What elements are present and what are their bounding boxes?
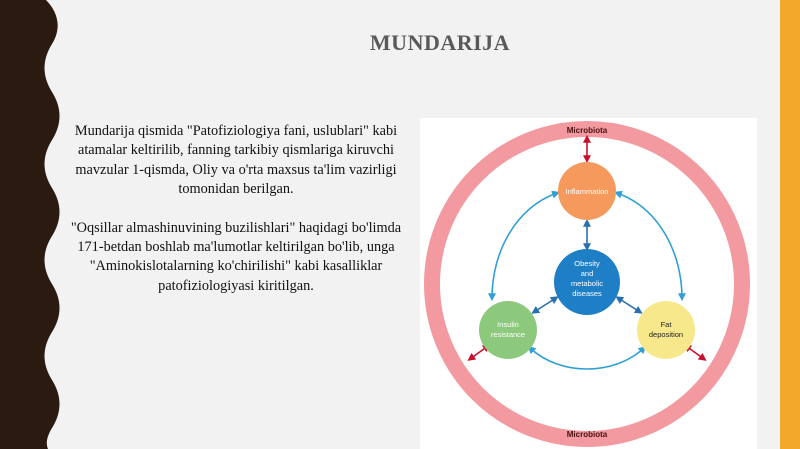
arrow-inflammation-fat [613, 190, 686, 302]
node-inflammation-label: Inflammation [566, 187, 609, 196]
node-insulin-resistance [479, 301, 537, 359]
node-inflammation [558, 162, 616, 220]
microbiota-ring [424, 121, 750, 447]
node-center-label-1: Obesity [574, 259, 600, 268]
node-center-label-3: metabolic [571, 279, 603, 288]
arrow-inflammation-insulin [488, 190, 561, 302]
node-insulin-label-1: Insulin [497, 320, 519, 329]
slide-body: Mundarija qismida "Patofiziologiya fani,… [58, 122, 414, 296]
node-insulin-label-2: resistance [491, 330, 525, 339]
node-center-label-2: and [581, 269, 594, 278]
red-arrow-right [683, 344, 707, 361]
microbiota-diagram: Microbiota Microbiota Inflammation Obesi… [420, 118, 757, 449]
arrow-insulin-fat [527, 345, 647, 370]
paragraph-2: "Oqsillar almashinuvining buzilishlari" … [70, 219, 402, 294]
arrow-center-insulin [531, 296, 559, 314]
right-accent-stripe [780, 0, 800, 449]
node-fat-label-1: Fat [661, 320, 673, 329]
arrow-center-fat [615, 296, 643, 314]
node-fat-label-2: deposition [649, 330, 683, 339]
slide-title: MUNDARIJA [369, 30, 511, 55]
red-arrow-left [467, 344, 491, 361]
diagram-svg: Microbiota Microbiota Inflammation Obesi… [424, 121, 750, 447]
left-wavy-band [0, 0, 60, 449]
paragraph-1: Mundarija qismida "Patofiziologiya fani,… [74, 123, 398, 198]
node-center-label-4: diseases [572, 289, 602, 298]
node-center [554, 249, 620, 315]
ring-label-bottom: Microbiota [567, 430, 608, 439]
left-band-shape [0, 0, 60, 449]
node-fat-deposition [637, 301, 695, 359]
ring-label-top: Microbiota [567, 126, 608, 135]
